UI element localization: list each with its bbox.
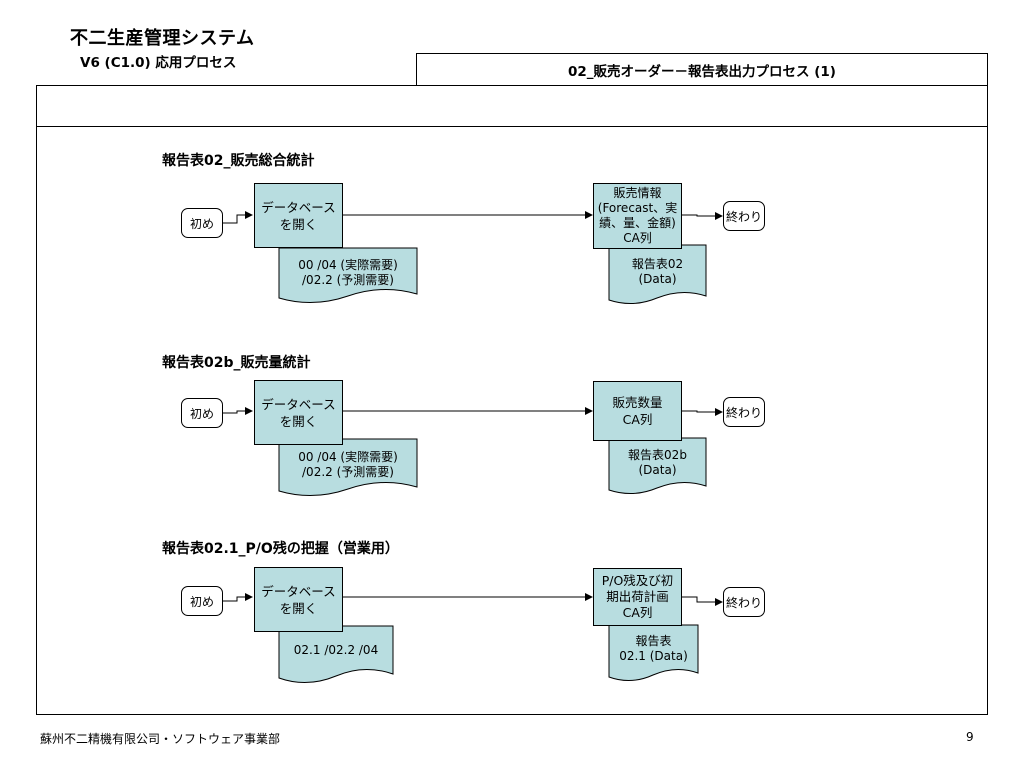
output-process-2: 販売数量 CA列	[593, 381, 682, 441]
end-terminator-2: 終わり	[723, 397, 765, 427]
source-document-label-3: 02.1 /02.2 /04	[293, 642, 379, 657]
end-terminator-3: 終わり	[723, 587, 765, 617]
source-document-shape	[278, 625, 394, 683]
report-document-shape	[608, 437, 707, 494]
system-title: 不二生産管理システム	[70, 28, 255, 49]
end-terminator-1: 終わり	[723, 201, 765, 231]
connector-start-to-db	[223, 211, 253, 224]
output-process-3: P/O残及び初 期出荷計画 CA列	[593, 568, 682, 626]
connector-output-to-end	[682, 408, 723, 416]
page-number: 9	[966, 730, 974, 744]
source-document-shape	[278, 438, 418, 497]
open-database-process-1: データベース を開く	[254, 183, 343, 248]
process-title: 02_販売オーダー－報告表出力プロセス (1)	[568, 63, 836, 80]
start-terminator-2: 初め	[181, 398, 223, 428]
content-frame	[36, 85, 988, 715]
report-document-label-2: 報告表02b (Data)	[628, 448, 687, 477]
report-document-shape	[608, 244, 707, 304]
start-terminator-1: 初め	[181, 208, 223, 238]
connector-output-to-end	[682, 596, 723, 606]
process-title-box: 02_販売オーダー－報告表出力プロセス (1)	[416, 53, 988, 85]
report-document-label-3: 報告表 02.1 (Data)	[619, 634, 688, 663]
section-title-2: 報告表02b_販売量統計	[162, 355, 311, 371]
report-document-shape	[608, 624, 699, 681]
connector-output-to-end	[682, 212, 723, 220]
start-terminator-3: 初め	[181, 586, 223, 616]
frame-divider	[36, 126, 988, 127]
source-document-shape	[278, 247, 418, 304]
flow-section-1	[223, 211, 723, 304]
open-database-process-3: データベース を開く	[254, 567, 343, 632]
footer-company: 蘇州不二精機有限公司・ソフトウェア事業部	[40, 732, 281, 746]
section-title-1: 報告表02_販売総合統計	[162, 153, 315, 169]
version-subtitle: V6 (C1.0) 応用プロセス	[80, 55, 237, 71]
section-title-3: 報告表02.1_P/O残の把握（営業用）	[162, 541, 399, 557]
flow-section-2	[223, 407, 723, 497]
flow-section-3	[223, 593, 723, 683]
source-document-label-2: 00 /04 (実際需要) /02.2 (予測需要)	[298, 450, 398, 479]
report-document-label-1: 報告表02 (Data)	[631, 257, 684, 286]
connector-start-to-db	[223, 407, 253, 415]
connector-start-to-db	[223, 593, 253, 602]
output-process-1: 販売情報 (Forecast、実 績、量、金額) CA列	[593, 183, 682, 249]
source-document-label-1: 00 /04 (実際需要) /02.2 (予測需要)	[298, 258, 398, 287]
open-database-process-2: データベース を開く	[254, 380, 343, 445]
